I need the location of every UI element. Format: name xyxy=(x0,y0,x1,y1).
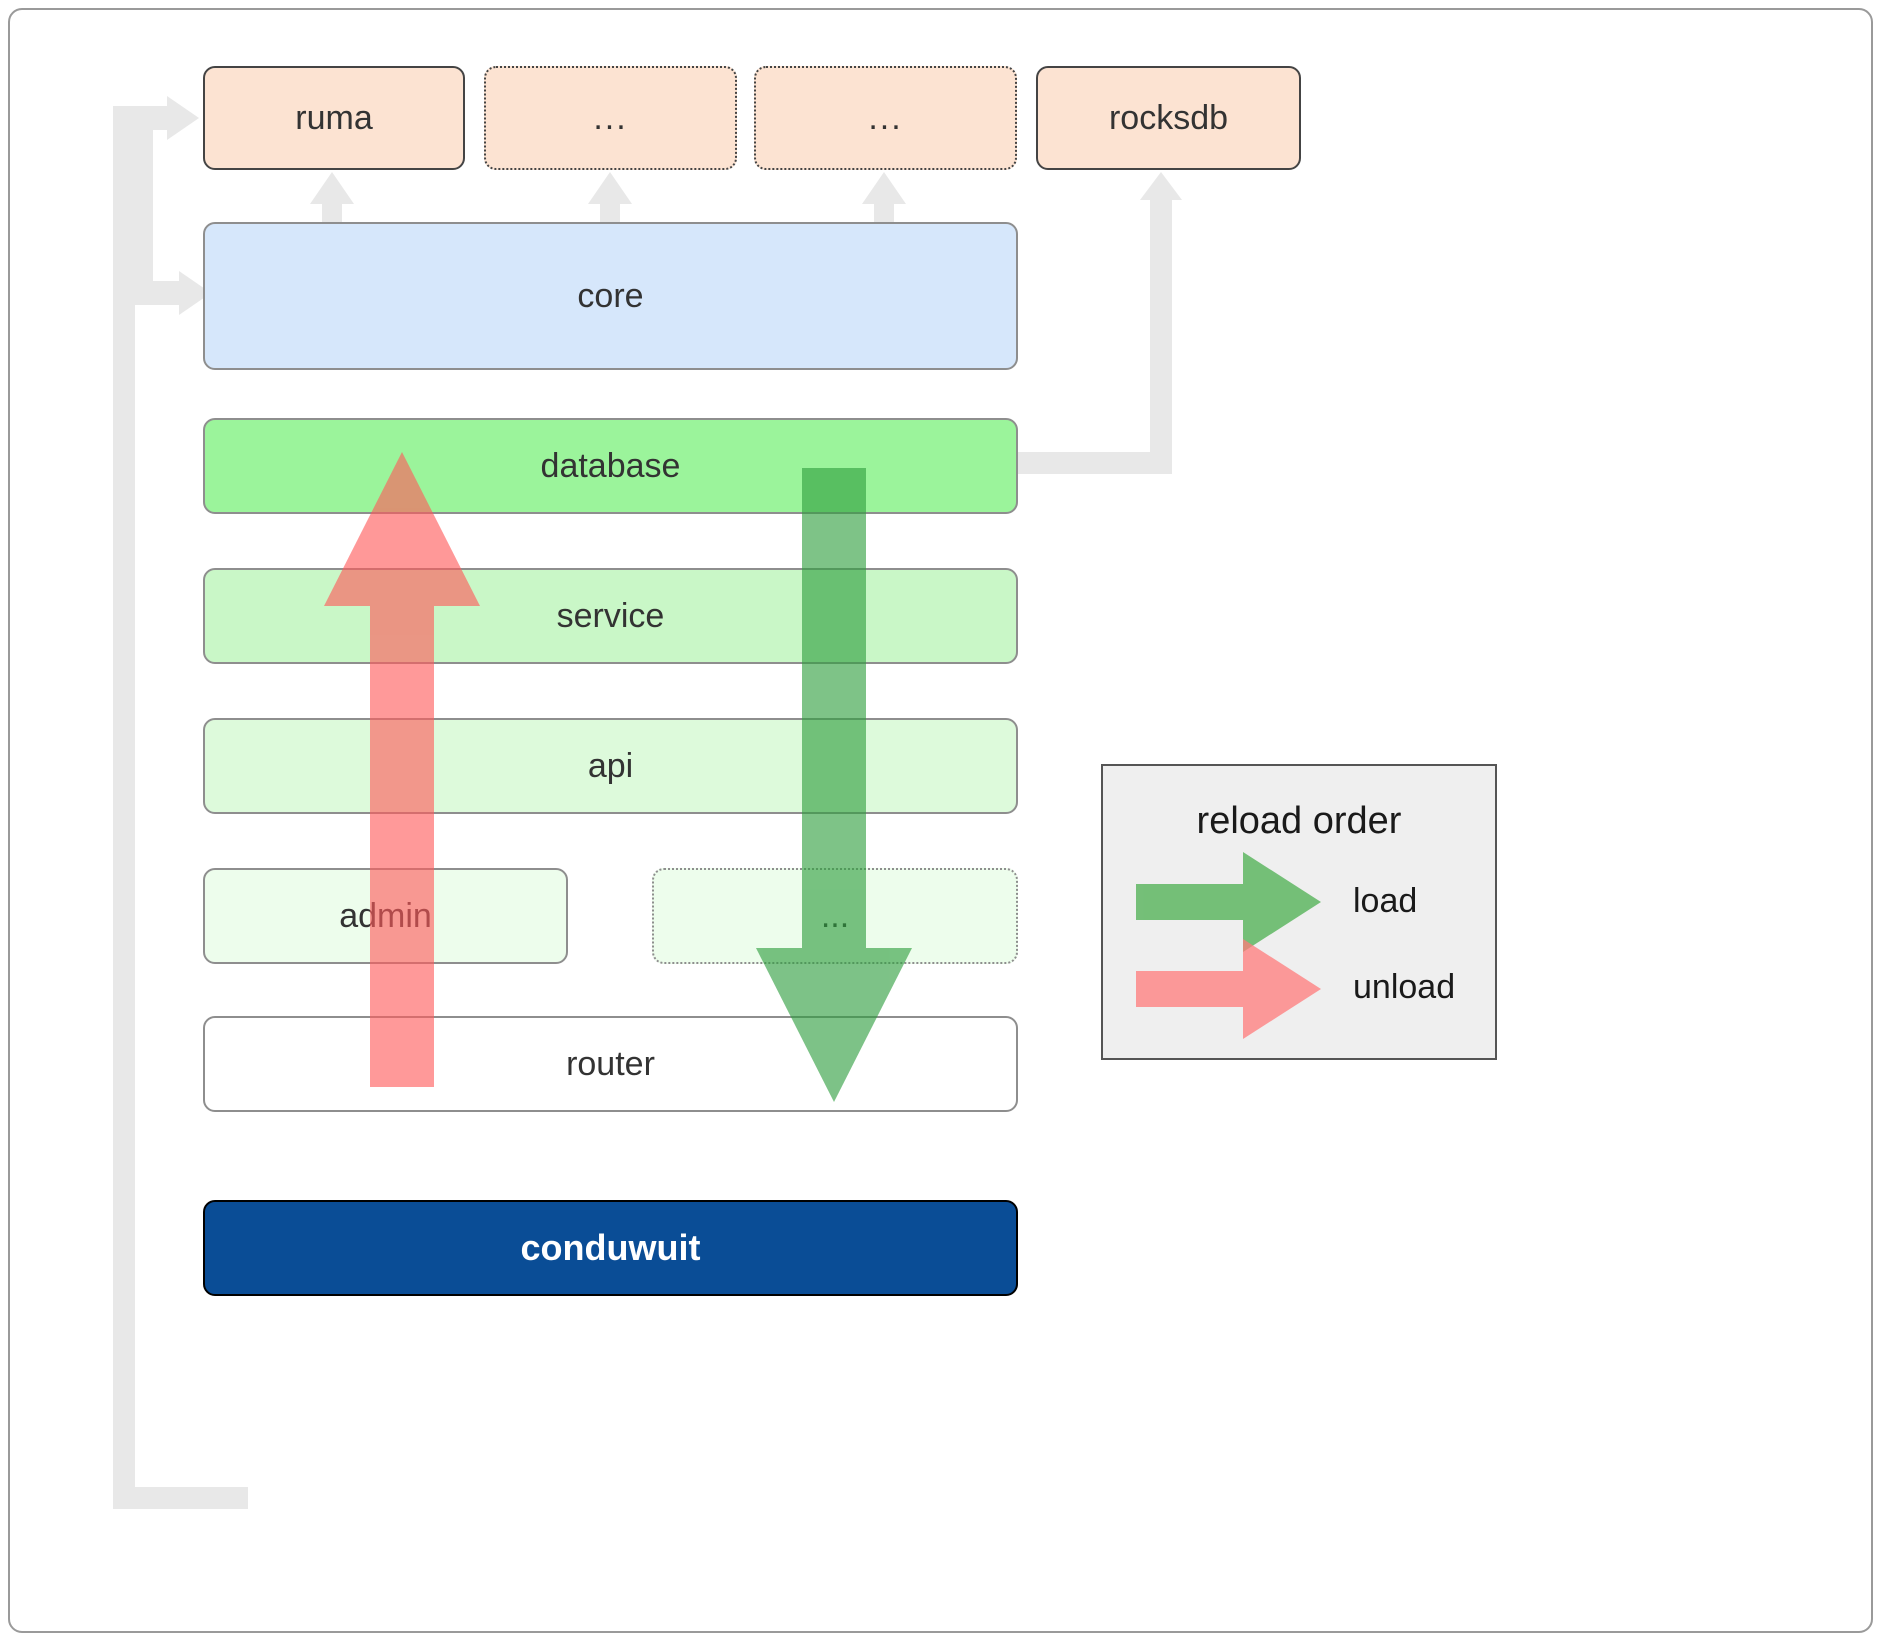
layer-api-label: api xyxy=(587,747,634,785)
crate-placeholder-2[interactable]: ... xyxy=(754,66,1017,170)
layer-placeholder-label: ... xyxy=(820,897,850,935)
layer-service-label: service xyxy=(556,597,665,635)
crate-ruma-label: ruma xyxy=(295,99,373,137)
layer-core-label: core xyxy=(577,277,644,315)
layer-database-label: database xyxy=(540,447,681,485)
layer-admin[interactable]: admin xyxy=(203,868,568,964)
crate-rocksdb[interactable]: rocksdb xyxy=(1036,66,1301,170)
legend-arrow-icons xyxy=(1136,852,1321,1039)
crate-placeholder-2-label: ... xyxy=(868,99,903,137)
layer-service[interactable]: service xyxy=(203,568,1018,664)
layer-api[interactable]: api xyxy=(203,718,1018,814)
crate-placeholder-1[interactable]: ... xyxy=(484,66,737,170)
crate-rocksdb-label: rocksdb xyxy=(1108,99,1229,137)
crate-ruma[interactable]: ruma xyxy=(203,66,465,170)
legend-title: reload order xyxy=(1196,800,1402,842)
layer-router[interactable]: router xyxy=(203,1016,1018,1112)
crate-placeholder-1-label: ... xyxy=(593,99,628,137)
root-conduwuit-label: conduwuit xyxy=(520,1227,701,1268)
layer-router-label: router xyxy=(566,1045,655,1083)
legend-load-label: load xyxy=(1353,882,1418,920)
legend-panel: reload order load unload xyxy=(1101,764,1497,1060)
layer-admin-label: admin xyxy=(339,897,432,935)
root-conduwuit[interactable]: conduwuit xyxy=(203,1200,1018,1296)
unload-icon xyxy=(1136,939,1321,1039)
layer-database[interactable]: database xyxy=(203,418,1018,514)
load-icon xyxy=(1136,852,1321,952)
legend-unload-label: unload xyxy=(1353,968,1456,1006)
layer-core[interactable]: core xyxy=(203,222,1018,370)
layer-placeholder[interactable]: ... xyxy=(652,868,1018,964)
